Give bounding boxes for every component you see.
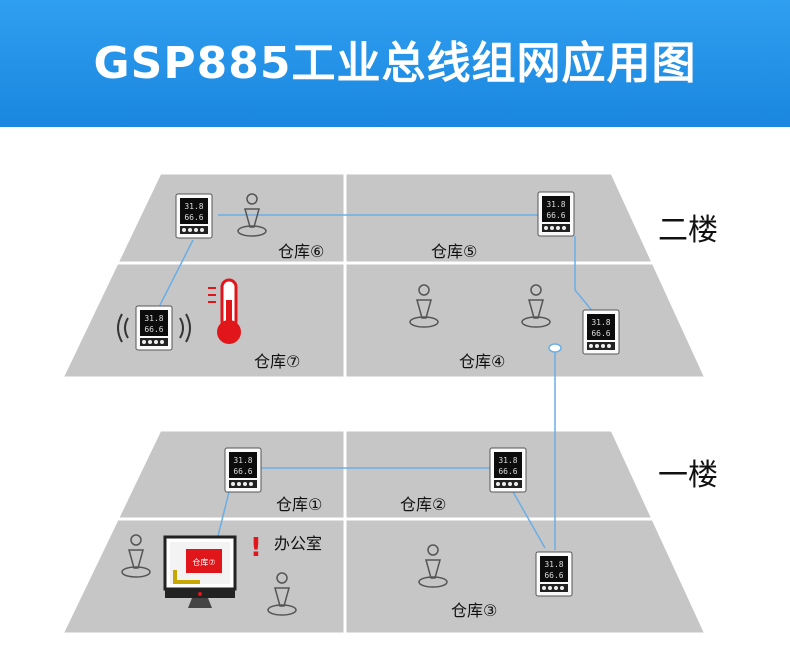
network-diagram: 31.8 66.6: [59, 171, 709, 636]
sensor-device: [535, 551, 573, 597]
room-label-2: 仓库②: [400, 495, 447, 514]
sensor-device: [175, 193, 213, 239]
lower-floor: [59, 428, 709, 636]
sensor-device: [224, 447, 262, 493]
sensor-device: [537, 191, 575, 237]
room-label-6: 仓库⑥: [278, 242, 325, 261]
floor-label-upper: 二楼: [658, 213, 718, 248]
room-label-4: 仓库④: [459, 352, 506, 371]
sensor-device: [135, 305, 173, 351]
thermometer-icon: [208, 278, 241, 344]
svg-text:仓库⑦: 仓库⑦: [192, 557, 215, 567]
page-title: GSP885工业总线组网应用图: [93, 38, 697, 89]
sensor-device: [582, 309, 620, 355]
room-label-7: 仓库⑦: [254, 352, 301, 371]
bus-wiring: [159, 214, 599, 550]
room-label-office: 办公室: [274, 534, 323, 553]
monitor-icon: 仓库⑦: [163, 535, 237, 608]
sensor-device: [489, 447, 527, 493]
room-label-3: 仓库③: [451, 601, 498, 620]
vibration-icon: [117, 313, 191, 343]
title-banner: GSP885工业总线组网应用图: [0, 0, 790, 127]
room-label-1: 仓库①: [276, 495, 323, 514]
svg-text:!: !: [250, 533, 262, 563]
room-label-5: 仓库⑤: [431, 242, 478, 261]
floor-label-lower: 一楼: [658, 458, 718, 493]
